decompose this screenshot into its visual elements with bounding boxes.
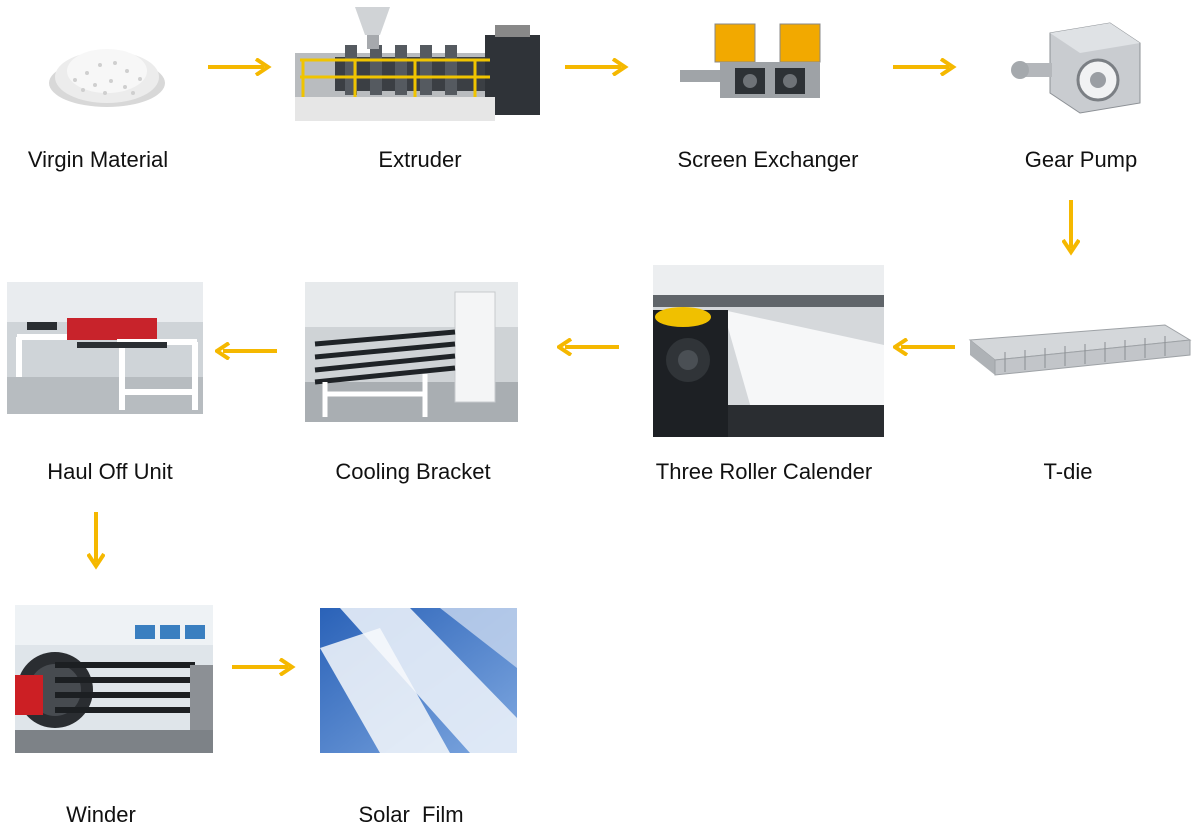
screen-exchanger-image — [675, 22, 835, 102]
screen-exchanger-icon — [675, 22, 835, 102]
arrow-left-icon — [557, 338, 619, 356]
winder-image — [15, 605, 213, 753]
arrow-down-icon — [1062, 200, 1080, 256]
arrow-right-icon — [565, 58, 631, 76]
step-label-haul-off-unit: Haul Off Unit — [47, 459, 173, 484]
t-die-image — [965, 320, 1195, 385]
step-label-three-roller-calender: Three Roller Calender — [655, 459, 873, 484]
arrow-right-icon — [208, 58, 274, 76]
three-roller-calender-image — [653, 265, 884, 437]
step-label-virgin-material: Virgin Material — [27, 147, 169, 172]
extruder-machine-icon — [295, 5, 540, 125]
solar-film-image — [320, 608, 517, 753]
haul-off-unit-icon — [7, 282, 203, 414]
arrow-right-icon — [232, 658, 298, 676]
pellets-icon — [49, 49, 165, 107]
arrow-down-icon — [87, 512, 105, 570]
step-label-screen-exchanger: Screen Exchanger — [677, 147, 859, 172]
calender-rollers-icon — [653, 265, 884, 437]
extruder-image — [295, 5, 540, 125]
arrow-left-icon — [215, 342, 277, 360]
winder-icon — [15, 605, 213, 753]
gear-pump-icon — [1010, 18, 1150, 118]
t-die-icon — [965, 320, 1195, 385]
step-label-solar-film: Solar Film — [358, 802, 464, 827]
step-label-t-die: T-die — [1043, 459, 1093, 484]
arrow-left-icon — [893, 338, 955, 356]
gear-pump-image — [1010, 18, 1150, 118]
step-label-cooling-bracket: Cooling Bracket — [335, 459, 491, 484]
arrow-right-icon — [893, 58, 959, 76]
cooling-bracket-icon — [305, 282, 518, 422]
solar-film-icon — [320, 608, 517, 753]
cooling-bracket-image — [305, 282, 518, 422]
haul-off-unit-image — [7, 282, 203, 414]
step-label-extruder: Extruder — [378, 147, 462, 172]
step-label-gear-pump: Gear Pump — [1024, 147, 1138, 172]
virgin-material-image — [45, 35, 170, 110]
step-label-winder: Winder — [66, 802, 136, 827]
